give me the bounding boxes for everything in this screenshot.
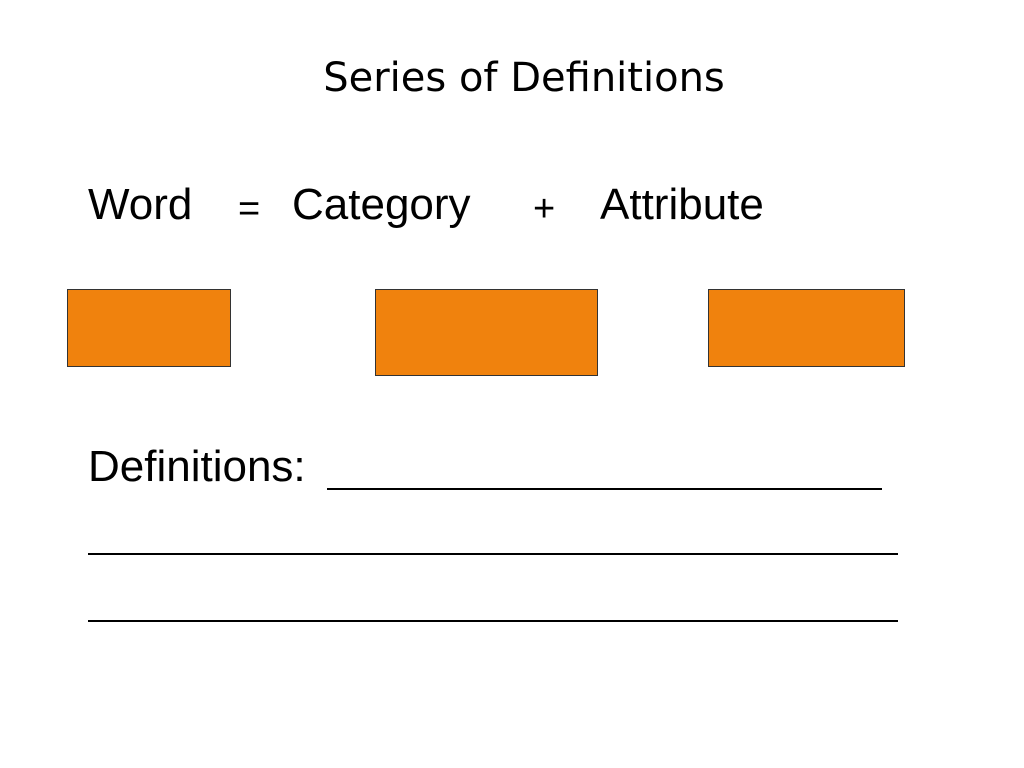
word-label: Word — [88, 180, 193, 229]
definition-blank-line-1[interactable] — [327, 488, 882, 490]
category-label: Category — [292, 180, 471, 229]
category-box[interactable] — [375, 289, 598, 376]
definition-blank-line-2[interactable] — [88, 553, 898, 555]
definition-blank-line-3[interactable] — [88, 620, 898, 622]
word-box[interactable] — [67, 289, 231, 367]
attribute-label: Attribute — [600, 180, 764, 229]
equals-sign: = — [238, 188, 261, 230]
definitions-label: Definitions: — [88, 442, 306, 491]
plus-sign: + — [533, 188, 556, 230]
slide-title: Series of Definitions — [323, 55, 725, 101]
attribute-box[interactable] — [708, 289, 905, 367]
